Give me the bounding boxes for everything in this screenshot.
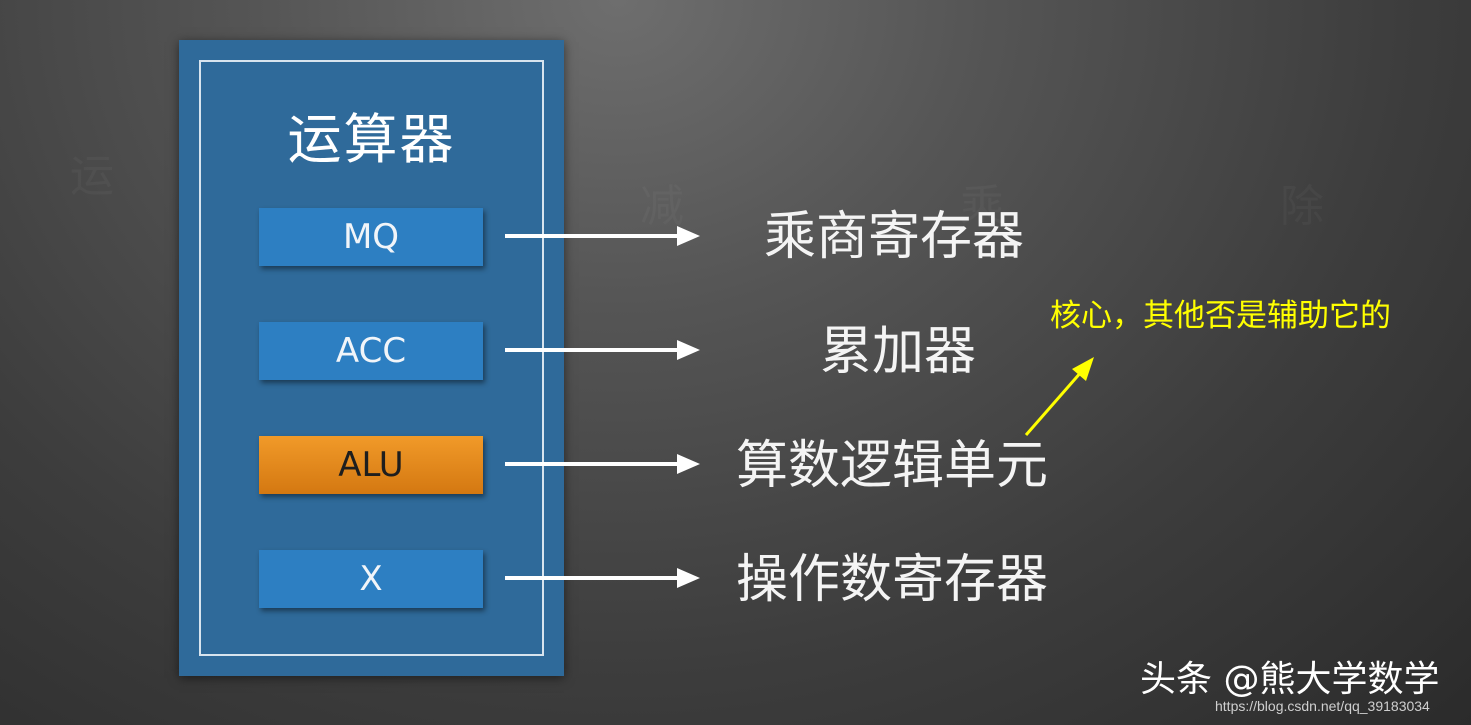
arithmetic-unit-panel: 运算器 MQ ACC ALU X (179, 40, 564, 676)
register-name-alu: 算数逻辑单元 (736, 436, 1049, 496)
watermark-brand: 头条 @熊大学数学 (1140, 659, 1440, 700)
arithmetic-unit-frame (199, 60, 544, 656)
register-box-acc: ACC (259, 322, 483, 380)
annotation-arrow (1024, 357, 1094, 436)
watermark-url: https://blog.csdn.net/qq_39183034 (1215, 698, 1430, 714)
arrow-x (505, 568, 700, 588)
arrow-alu (505, 454, 700, 474)
register-name-acc: 累加器 (820, 322, 977, 382)
arrow-mq (505, 226, 700, 246)
background-ghost-char: 运 (70, 140, 114, 204)
arithmetic-unit-title: 运算器 (287, 108, 456, 171)
register-box-mq: MQ (259, 208, 483, 266)
register-box-x: X (259, 550, 483, 608)
register-name-mq: 乘商寄存器 (764, 207, 1025, 267)
register-box-alu: ALU (259, 436, 483, 494)
background-ghost-char: 除 (1280, 170, 1324, 234)
arrow-acc (505, 340, 700, 360)
annotation-text: 核心，其他否是辅助它的 (1050, 298, 1391, 334)
register-name-x: 操作数寄存器 (736, 550, 1049, 610)
